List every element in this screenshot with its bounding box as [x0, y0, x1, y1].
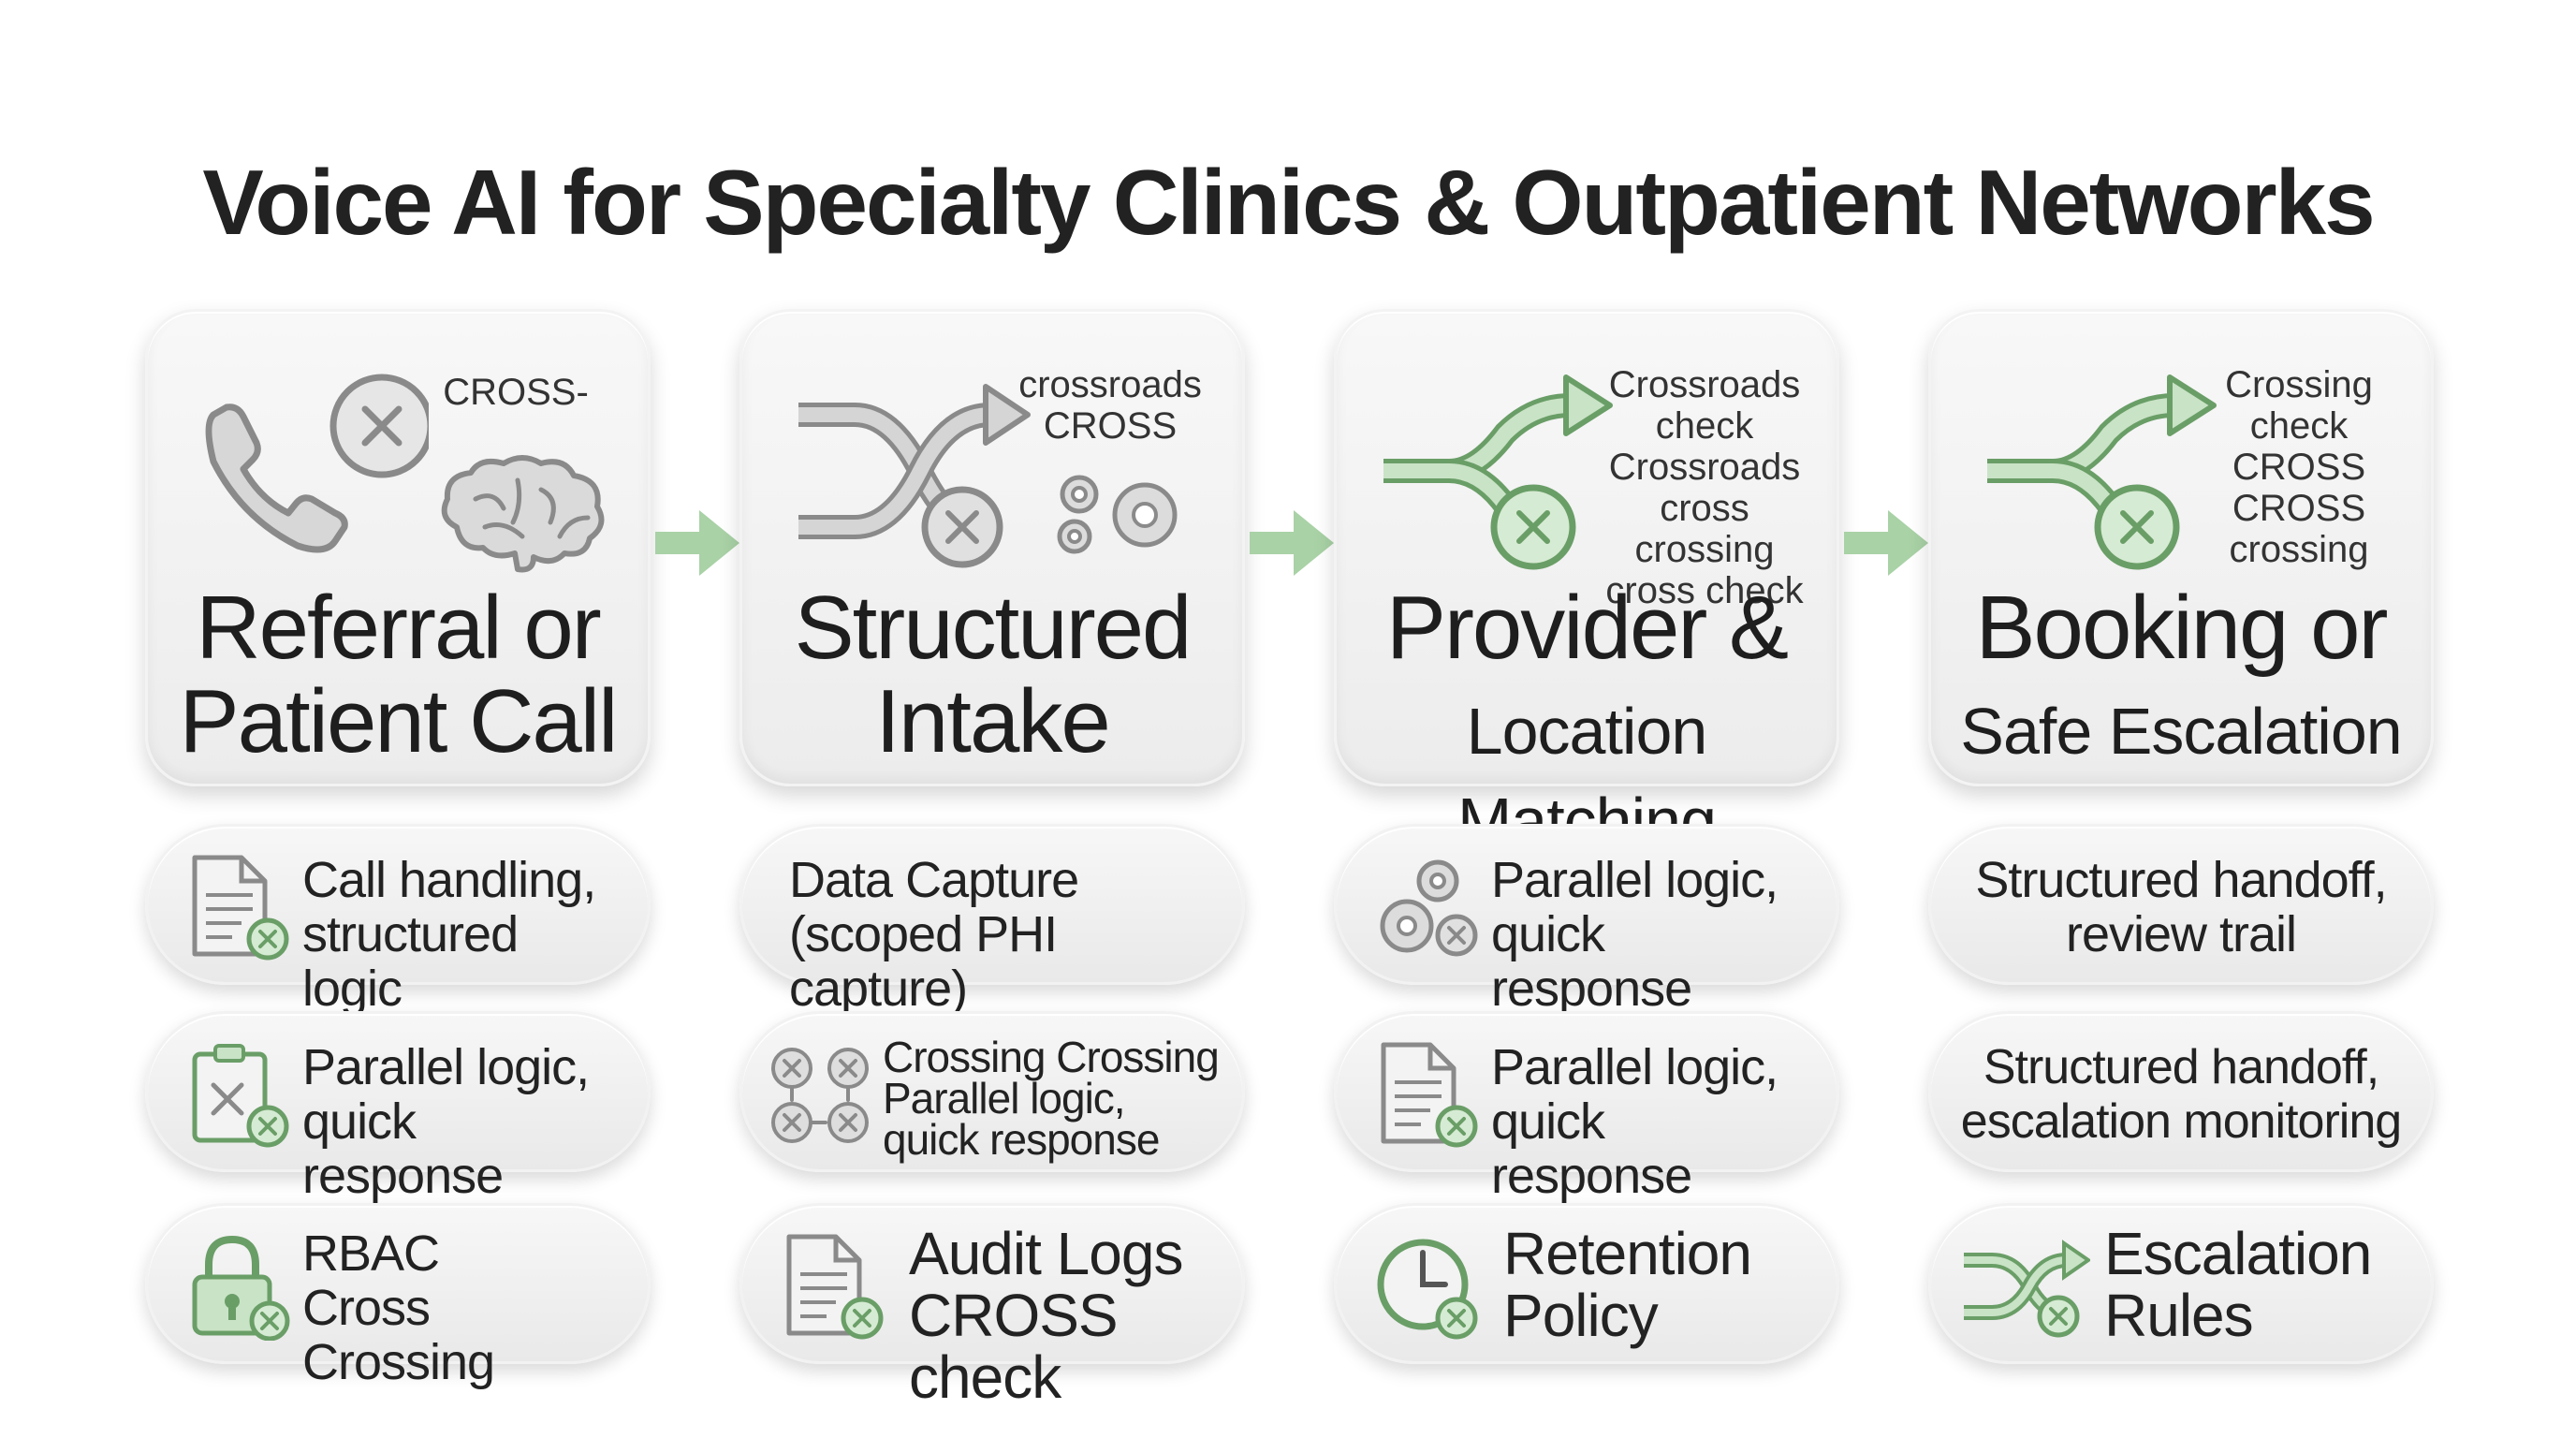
pill-text: RBAC Cross Crossing	[302, 1225, 495, 1390]
feature-pill: Structured handoff, review trail	[1928, 824, 2434, 985]
flow-arrow-icon	[1844, 510, 1928, 576]
stage-title-line1: Structured	[794, 578, 1193, 678]
stage-card-booking: Crossing check CROSS CROSS crossing Book…	[1928, 309, 2434, 786]
pill-text: Call handling, structured logic	[302, 852, 596, 1017]
clock-icon	[1377, 1239, 1478, 1340]
pill-text: Parallel logic, quick response	[302, 1039, 590, 1204]
feature-pill: Retention Policy	[1334, 1203, 1839, 1364]
pill-text: Structured handoff, escalation monitorin…	[1960, 1040, 2402, 1149]
shuffle-icon	[798, 384, 1031, 568]
stage-card-matching: Crossroads check Crossroads cross crossi…	[1334, 309, 1839, 858]
stage-card-intake: crossroads CROSS Structured Intake	[739, 309, 1245, 786]
branch-arrow-icon	[1383, 374, 1613, 570]
pill-text: Parallel logic, quick response	[1491, 1039, 1778, 1204]
branch-arrow-icon	[1987, 374, 2217, 570]
phone-brain-icon	[205, 374, 429, 553]
pill-text: Crossing Crossing Parallel logic, quick …	[883, 1033, 1220, 1164]
page-title: Voice AI for Specialty Clinics & Outpati…	[202, 151, 2375, 254]
feature-pill: Crossing Crossing Parallel logic, quick …	[739, 1011, 1245, 1172]
feature-pill: Audit Logs CROSS check	[739, 1203, 1245, 1408]
flow-arrow-icon	[655, 510, 739, 576]
stage-title-line1: Booking or	[1975, 578, 2389, 678]
pill-text: Parallel logic, quick response	[1491, 852, 1778, 1017]
stage-title-line2: Safe Escalation	[1960, 695, 2402, 768]
stage-title-line1: Provider &	[1385, 578, 1789, 678]
clipboard-icon	[192, 1044, 289, 1148]
stage-title-line2: Patient Call	[179, 671, 619, 771]
stage-side-text: CROSS-	[443, 372, 589, 413]
feature-pill: Parallel logic, quick response	[1334, 1011, 1839, 1203]
stage-side-text: Crossing check CROSS CROSS crossing	[2225, 364, 2373, 570]
lock-icon	[192, 1235, 290, 1341]
stage-title-line1: Referral or	[196, 578, 601, 678]
pill-text: Data Capture (scoped PHI capture)	[789, 852, 1079, 1017]
pill-text: Structured handoff, review trail	[1975, 852, 2387, 962]
document-icon	[192, 855, 289, 961]
feature-pill: Data Capture (scoped PHI capture)	[739, 824, 1245, 1016]
pill-text: Retention Policy	[1503, 1220, 1752, 1349]
pill-text: Escalation Rules	[2104, 1220, 2372, 1349]
stage-title-line2: Intake	[875, 671, 1111, 771]
stage-card-referral: CROSS- Referral or Patient Call	[145, 309, 651, 786]
shuffle-icon	[1964, 1240, 2090, 1338]
gears-icon	[1380, 859, 1478, 957]
flow-arrow-icon	[1250, 510, 1334, 576]
feature-pill: Escalation Rules	[1928, 1203, 2434, 1364]
feature-pill: Parallel logic, quick response	[1334, 824, 1839, 1016]
document-icon	[1381, 1042, 1478, 1148]
brain-icon	[441, 455, 605, 573]
stage-side-text: Crossroads check Crossroads cross crossi…	[1605, 364, 1804, 611]
pill-text: Audit Logs CROSS check	[909, 1220, 1183, 1411]
feature-pill: Structured handoff, escalation monitorin…	[1928, 1011, 2434, 1172]
feature-pill: Parallel logic, quick response	[145, 1011, 651, 1203]
feature-pill: RBAC Cross Crossing	[145, 1203, 651, 1389]
gears-icon	[1057, 475, 1178, 554]
document-icon	[786, 1234, 884, 1340]
stage-side-text: crossroads CROSS	[1018, 364, 1202, 447]
nodes-icon	[771, 1048, 869, 1143]
feature-pill: Call handling, structured logic	[145, 824, 651, 1016]
